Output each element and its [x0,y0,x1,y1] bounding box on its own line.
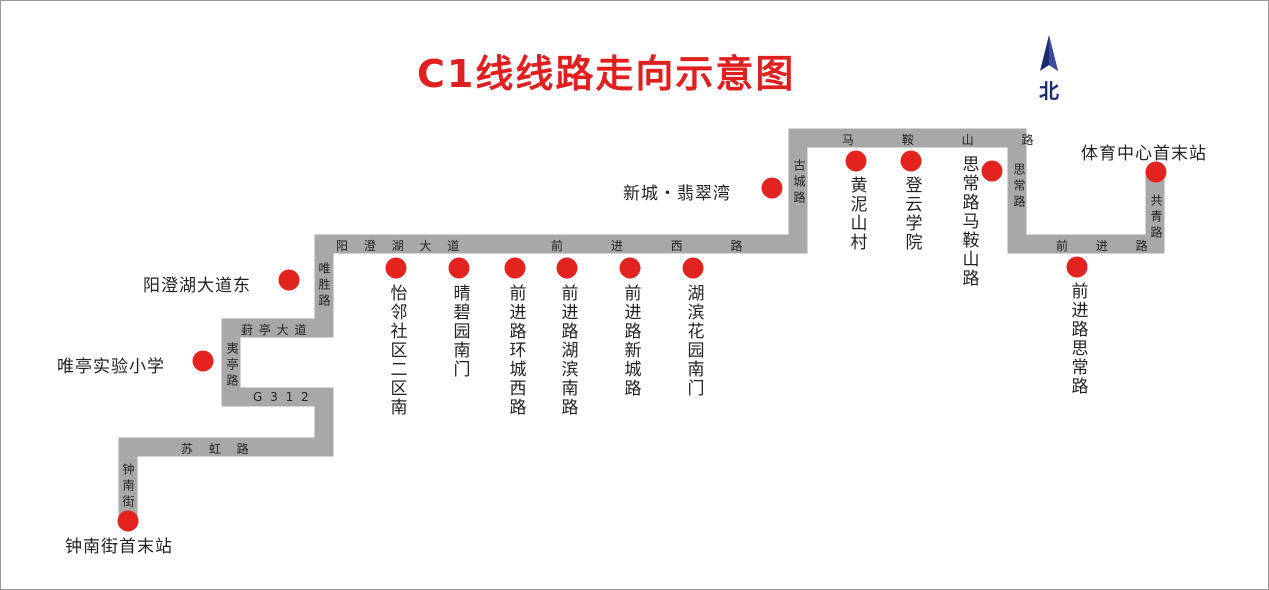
stop-marker[interactable] [504,257,526,279]
stop-marker[interactable] [761,177,783,199]
north-arrow-icon [1040,35,1058,71]
road-label-g312: G 3 1 2 [253,390,311,404]
stop-marker[interactable] [682,257,704,279]
stop-label: 晴碧园南门 [449,284,470,379]
stop-marker[interactable] [117,510,139,532]
stop-label: 阳澄湖大道东 [143,276,251,296]
stop-marker[interactable] [1066,256,1088,278]
stop-label: 钟南街首末站 [65,537,173,557]
stop-marker[interactable] [556,257,578,279]
stop-label: 唯亭实验小学 [57,357,165,377]
stop-marker[interactable] [448,257,470,279]
road-label-qianjinlu: 前 进 路 [1056,239,1160,253]
stop-marker[interactable] [845,150,867,172]
stop-marker[interactable] [981,160,1003,182]
stop-label: 体育中心首末站 [1081,144,1207,164]
stop-marker[interactable] [385,257,407,279]
stop-label: 前进路环城西路 [505,284,526,417]
road-label-qianjinxilu: 前 进 西 路 [551,239,765,253]
road-label-suhonglu: 苏 虹 路 [181,442,255,456]
stop-label: 登云学院 [901,176,922,252]
road-label-yangchenghudadao: 阳 澄 湖 大 道 [336,239,466,253]
stop-label: 湖滨花园南门 [683,284,704,398]
road-label-gongqinglu: 共青路 [1149,194,1163,242]
stop-label: 前进路湖滨南路 [557,284,578,417]
road-label-weitingdadao: 葑 亭 大 道 [241,323,308,337]
stop-marker[interactable] [619,257,641,279]
road-label-sichanglu: 思常路 [1012,163,1026,211]
stop-marker[interactable] [192,350,214,372]
stop-label: 新城・翡翠湾 [623,184,731,204]
stop-label: 前进路新城路 [620,284,641,398]
stop-marker[interactable] [1145,161,1167,183]
road-label-yitinglu: 夷亭路 [225,342,239,390]
stop-label: 思常路马鞍山路 [958,155,979,288]
stop-marker[interactable] [900,150,922,172]
map-title: C1线线路走向示意图 [417,52,796,96]
road-label-weishenglu: 唯胜路 [317,262,331,310]
compass: 北 [1034,35,1064,104]
road-label-guchenglu: 古城路 [792,159,806,207]
north-label: 北 [1039,79,1059,103]
road-label-zhongnanjie: 钟南街 [121,463,135,511]
road-label-maanshanlu: 马 鞍 山 路 [842,133,1056,147]
stop-label: 前进路思常路 [1067,282,1088,396]
road-path [118,128,1165,523]
stop-label: 怡邻社区二区南 [386,284,407,417]
stop-label: 黄泥山村 [846,176,867,252]
stop-marker[interactable] [278,269,300,291]
